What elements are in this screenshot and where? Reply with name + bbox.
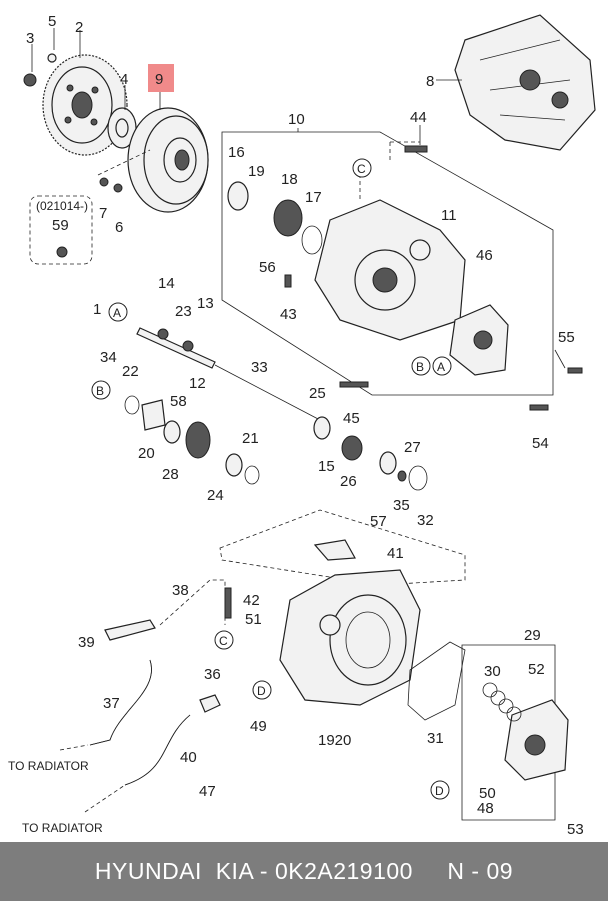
svg-text:51: 51 [245,611,262,628]
radiator-label-upper: TO RADIATOR [8,759,89,773]
svg-text:25: 25 [309,385,326,402]
ref-marker-a: A [108,302,128,322]
svg-text:D: D [435,784,444,798]
svg-text:B: B [416,360,424,374]
svg-text:10: 10 [288,111,305,128]
svg-text:18: 18 [281,171,298,188]
svg-text:A: A [113,306,121,320]
svg-text:55: 55 [558,329,575,346]
svg-text:17: 17 [305,189,322,206]
svg-text:16: 16 [228,144,245,161]
svg-text:53: 53 [567,821,584,838]
svg-text:8: 8 [426,73,434,90]
svg-text:35: 35 [393,497,410,514]
svg-text:34: 34 [100,349,117,366]
transaxle-assembly-drawing [454,14,596,151]
svg-text:20: 20 [138,445,155,462]
svg-text:D: D [257,684,266,698]
svg-text:31: 31 [427,730,444,747]
cooler-hose-drawing [89,619,221,786]
svg-text:30: 30 [484,663,501,680]
bolt-3-drawing [23,73,37,87]
converter-housing-drawing [279,569,421,706]
svg-text:47: 47 [199,783,216,800]
svg-text:2: 2 [75,19,83,36]
svg-text:29: 29 [524,627,541,644]
input-shaft-drawing [136,327,321,421]
flywheel-drawing [42,54,128,156]
svg-text:9: 9 [155,71,163,88]
ref-marker-b-case: B [411,356,431,376]
parts-diagram: A B C B A C D D (021014-) TO RADIATOR TO… [8,13,596,838]
svg-text:43: 43 [280,306,297,323]
svg-text:44: 44 [410,109,427,126]
svg-text:26: 26 [340,473,357,490]
svg-text:A: A [437,360,445,374]
svg-text:40: 40 [180,749,197,766]
radiator-label-lower: TO RADIATOR [22,821,103,835]
svg-text:32: 32 [417,512,434,529]
svg-text:11: 11 [441,207,457,224]
callout-labels: 1 2 3 4 5 6 7 8 9 10 11 12 13 14 15 16 1… [26,13,584,838]
svg-text:50: 50 [479,785,496,802]
svg-text:46: 46 [476,247,493,264]
svg-text:48: 48 [477,800,494,817]
svg-text:15: 15 [318,458,335,475]
svg-text:38: 38 [172,582,189,599]
ref-marker-c-top: C [352,158,372,178]
svg-text:23: 23 [175,303,192,320]
highlight-box [148,64,174,92]
svg-text:59: 59 [52,217,69,234]
svg-text:39: 39 [78,634,95,651]
svg-text:7: 7 [99,205,107,222]
svg-text:33: 33 [251,359,268,376]
svg-text:41: 41 [387,545,404,562]
svg-text:3: 3 [26,30,34,47]
svg-text:42: 42 [243,592,260,609]
svg-text:21: 21 [242,430,259,447]
svg-text:49: 49 [250,718,267,735]
svg-text:14: 14 [158,275,175,292]
svg-text:6: 6 [115,219,123,236]
svg-text:56: 56 [259,259,276,276]
svg-text:45: 45 [343,410,360,427]
svg-text:27: 27 [404,439,421,456]
ref-marker-d-cover: D [430,780,450,800]
svg-text:58: 58 [170,393,187,410]
ref-marker-c-bottom: C [214,630,234,650]
bolt-5-drawing [47,53,57,63]
svg-text:57: 57 [370,513,387,530]
ref-marker-b: B [91,380,111,400]
variant-code: (021014-) [36,199,88,213]
svg-text:1920: 1920 [318,732,351,749]
svg-text:13: 13 [197,295,214,312]
svg-text:4: 4 [120,71,128,88]
svg-text:22: 22 [122,363,139,380]
svg-text:24: 24 [207,487,224,504]
svg-text:1: 1 [93,301,101,318]
svg-text:5: 5 [48,13,56,30]
svg-text:19: 19 [248,163,265,180]
svg-text:C: C [219,634,228,648]
svg-text:12: 12 [189,375,206,392]
svg-text:36: 36 [204,666,221,683]
footer-bar: HYUNDAI KIA - 0K2A219100 N - 09 [0,842,608,901]
svg-text:52: 52 [528,661,545,678]
svg-text:54: 54 [532,435,549,452]
transmission-case-drawing [314,199,466,341]
ref-marker-a-case: A [432,356,452,376]
svg-text:28: 28 [162,466,179,483]
torque-converter-drawing [127,107,209,213]
ref-marker-d-hose: D [252,680,272,700]
svg-text:37: 37 [103,695,120,712]
svg-text:B: B [96,384,104,398]
part-number-caption: HYUNDAI KIA - 0K2A219100 N - 09 [94,858,514,884]
svg-text:C: C [357,162,366,176]
